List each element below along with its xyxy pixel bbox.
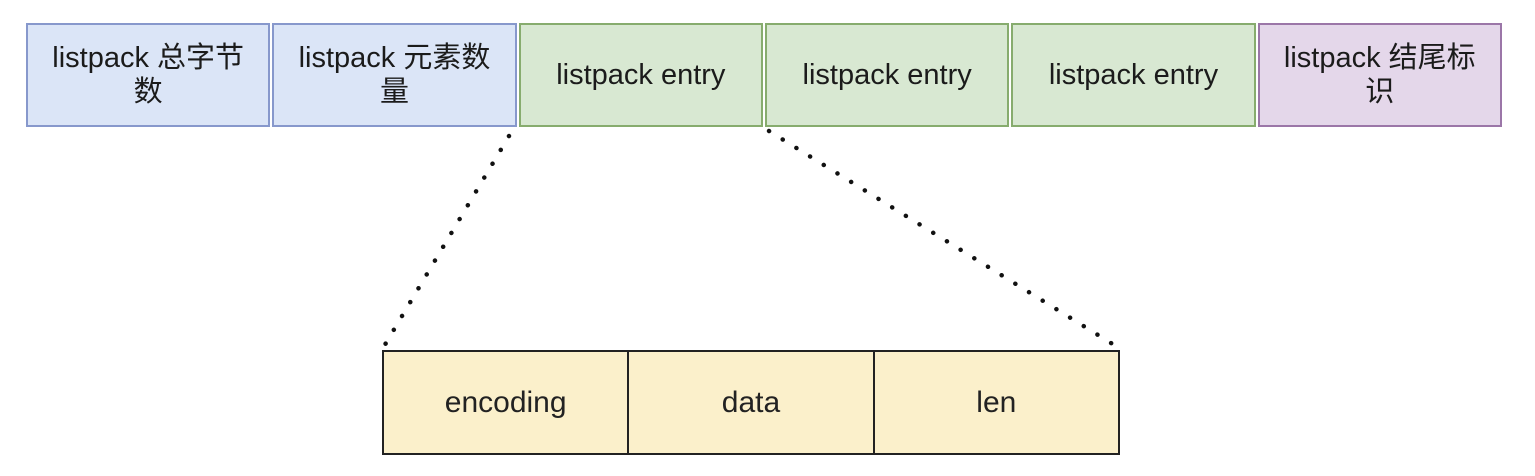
- box-listpack-end-marker-label: listpack 结尾标识: [1283, 41, 1476, 108]
- box-listpack-total-bytes-label: listpack 总字节数: [52, 41, 245, 108]
- box-listpack-element-count-label: listpack 元素数量: [298, 41, 491, 108]
- box-listpack-entry-2-label: listpack entry: [802, 58, 972, 91]
- connector-right-dotted-line: [766, 128, 1122, 351]
- box-entry-len-label: len: [976, 385, 1017, 419]
- box-entry-encoding: encoding: [384, 352, 627, 453]
- box-listpack-entry-1-label: listpack entry: [556, 58, 726, 91]
- listpack-layout-row: listpack 总字节数 listpack 元素数量 listpack ent…: [26, 23, 1502, 127]
- box-listpack-entry-3: listpack entry: [1011, 23, 1256, 127]
- box-listpack-entry-2: listpack entry: [764, 23, 1010, 127]
- box-entry-len: len: [872, 352, 1118, 453]
- box-listpack-total-bytes: listpack 总字节数: [26, 23, 271, 127]
- box-listpack-entry-3-label: listpack entry: [1048, 58, 1219, 91]
- box-listpack-element-count: listpack 元素数量: [272, 23, 517, 127]
- connector-left-dotted-line: [380, 133, 512, 351]
- box-entry-data: data: [627, 352, 872, 453]
- box-entry-encoding-label: encoding: [444, 385, 567, 419]
- box-listpack-entry-1: listpack entry: [518, 23, 763, 127]
- listpack-entry-detail-row: encoding data len: [382, 350, 1120, 455]
- box-listpack-end-marker: listpack 结尾标识: [1257, 23, 1502, 127]
- box-entry-data-label: data: [721, 385, 781, 419]
